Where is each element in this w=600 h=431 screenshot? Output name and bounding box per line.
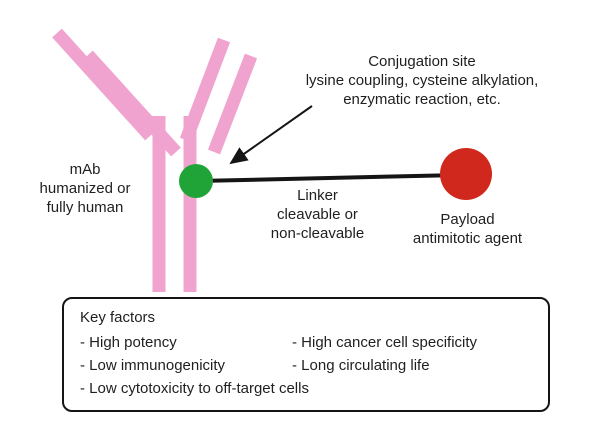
mab-desc-2: fully human (46, 199, 124, 216)
key-factors-list: - High potency - High cancer cell specif… (80, 333, 536, 399)
key-factor-item: - High cancer cell specificity (292, 334, 478, 351)
payload-desc-1: antimitotic agent (412, 230, 523, 247)
mab-title: mAb (69, 161, 101, 178)
antibody-arm-right-outer (207, 53, 258, 155)
conjugation-site-label: Conjugation site lysine coupling, cystei… (272, 52, 572, 109)
linker-title: Linker (297, 187, 338, 204)
linker-line (197, 173, 461, 183)
antibody-arm-right-inner (179, 37, 231, 143)
key-factors-title: Key factors (80, 309, 156, 326)
conjugation-site-title: Conjugation site (368, 53, 476, 70)
conjugation-site-desc-2: enzymatic reaction, etc. (343, 91, 501, 108)
payload-dot (440, 148, 492, 200)
conjugation-annotation-arrow (229, 105, 313, 165)
key-factor-item: - High potency (80, 334, 177, 351)
conjugation-site-dot (179, 164, 213, 198)
key-factor-item: - Long circulating life (292, 357, 430, 374)
payload-label: Payload antimitotic agent (375, 210, 560, 248)
payload-title: Payload (440, 211, 495, 228)
key-factor-item: - Low cytotoxicity to off-target cells (80, 380, 309, 397)
conjugation-site-desc-1: lysine coupling, cysteine alkylation, (305, 72, 539, 89)
mab-desc-1: humanized or (39, 180, 131, 197)
antibody-arm-left-outer (52, 28, 155, 141)
key-factors-box: Key factors - High potency - High cancer… (62, 297, 550, 412)
linker-label: Linker cleavable or non-cleavable (245, 186, 390, 243)
linker-desc-2: non-cleavable (270, 225, 365, 242)
mab-label: mAb humanized or fully human (10, 160, 160, 217)
key-factor-item: - Low immunogenicity (80, 357, 226, 374)
antibody-arm-left-inner (83, 50, 181, 157)
linker-desc-1: cleavable or (277, 206, 358, 223)
